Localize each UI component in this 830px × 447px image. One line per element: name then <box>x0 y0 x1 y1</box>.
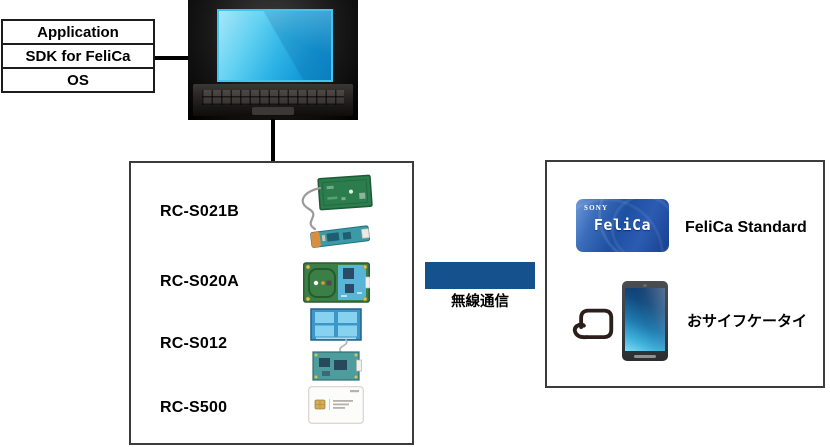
phone-camera-dot <box>643 284 647 287</box>
felica-platform-mark-icon <box>572 308 614 340</box>
rc-s012-product-photo <box>310 308 362 381</box>
connector-laptop-to-readers <box>271 119 275 162</box>
stack-item-application: Application <box>1 19 155 45</box>
rc-s500-product-photo <box>308 386 364 424</box>
reader-label-rc-s500: RC-S500 <box>160 399 228 416</box>
osaifu-keitai-label: おサイフケータイ <box>687 313 808 330</box>
rc-s021b-product-photo <box>301 174 373 248</box>
stack-item-os: OS <box>1 67 155 93</box>
target-devices-box: SONY FeliCa FeliCa Standard おサイフケータイ <box>545 160 825 388</box>
laptop-touchpad <box>252 107 294 115</box>
rc-s020a-product-photo <box>303 262 370 303</box>
reader-writer-box: RC-S021B RC-S020A RC-S012 RC-S500 <box>129 161 414 445</box>
felica-card-image: SONY FeliCa <box>576 199 669 252</box>
felica-standard-label: FeliCa Standard <box>685 219 807 236</box>
reader-label-rc-s021b: RC-S021B <box>160 203 239 220</box>
software-stack: Application SDK for FeliCa OS <box>1 19 155 93</box>
felica-logo: FeliCa <box>593 216 652 234</box>
phone-screen <box>625 288 665 351</box>
wireless-communication-label: 無線通信 <box>451 294 509 310</box>
laptop-screen <box>217 9 333 82</box>
wireless-communication-bar <box>425 262 535 289</box>
stack-item-sdk-for-felica: SDK for FeliCa <box>1 43 155 69</box>
connector-sdk-to-laptop <box>155 56 189 60</box>
laptop-keyboard <box>202 90 344 105</box>
phone-home-bar <box>634 355 656 358</box>
laptop-webcam <box>264 2 281 7</box>
mobile-phone-image <box>622 281 668 361</box>
reader-label-rc-s020a: RC-S020A <box>160 273 239 290</box>
reader-label-rc-s012: RC-S012 <box>160 335 228 352</box>
sony-logo: SONY <box>584 204 609 212</box>
laptop-image <box>188 0 358 120</box>
